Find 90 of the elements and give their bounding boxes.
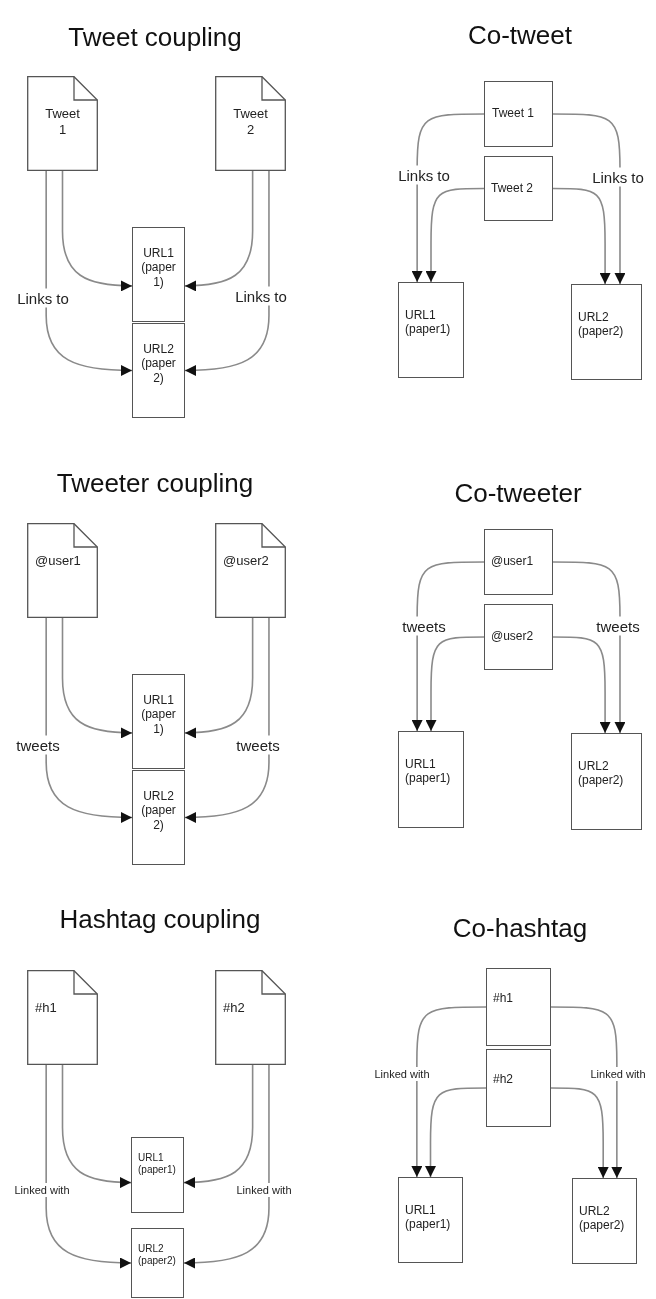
curved-arrow xyxy=(184,617,254,739)
node-label: URL2 (paper 2) xyxy=(140,342,177,386)
url-box xyxy=(132,227,185,322)
node-label: URL1 (paper 1) xyxy=(140,693,177,737)
url-box xyxy=(398,282,464,378)
node-label: URL2 (paper2) xyxy=(138,1243,177,1267)
url-box xyxy=(398,1177,463,1263)
url-box xyxy=(486,968,551,1046)
curved-arrow xyxy=(45,1064,132,1269)
node-label: @user2 xyxy=(223,553,270,569)
url-box xyxy=(571,733,642,830)
edge-label: Linked with xyxy=(373,1067,431,1081)
node-label: #h2 xyxy=(493,1072,515,1087)
panel-title: Co-hashtag xyxy=(452,913,588,944)
document-shape xyxy=(215,970,286,1065)
node-label: URL1 (paper 1) xyxy=(140,246,177,290)
curved-arrow xyxy=(552,113,626,285)
curved-arrow xyxy=(45,170,133,376)
node-label: URL2 (paper2) xyxy=(579,1204,626,1233)
curved-arrow xyxy=(61,170,133,292)
curved-arrow xyxy=(411,113,485,283)
curved-arrow xyxy=(184,617,270,823)
node-label: #h1 xyxy=(35,1000,58,1016)
url-box xyxy=(572,1178,637,1264)
curved-arrow xyxy=(61,617,133,739)
node-label: URL2 (paper2) xyxy=(578,759,625,788)
node-label: URL1 (paper1) xyxy=(405,757,452,786)
node-label: Tweet 1 xyxy=(45,106,80,138)
curved-arrow xyxy=(411,1006,487,1178)
document-shape xyxy=(215,523,286,618)
curved-arrow xyxy=(411,561,485,732)
panel-title: Co-tweeter xyxy=(454,478,582,509)
url-box xyxy=(484,604,553,670)
edge-label: Linked with xyxy=(235,1183,293,1197)
curved-arrow xyxy=(552,636,611,734)
document-shape xyxy=(215,76,286,171)
curved-arrow xyxy=(184,170,270,376)
node-label: @user2 xyxy=(491,629,535,644)
panel-title: Hashtag coupling xyxy=(59,904,261,935)
node-label: URL2 (paper2) xyxy=(578,310,625,339)
panel-title: Tweeter coupling xyxy=(56,468,254,499)
url-box xyxy=(484,81,553,147)
curved-arrow xyxy=(45,617,133,823)
url-box xyxy=(131,1137,184,1213)
curved-arrow xyxy=(425,187,485,283)
edge-label: Links to xyxy=(234,286,288,306)
node-label: #h1 xyxy=(493,991,515,1006)
curved-arrow xyxy=(552,187,611,285)
edge-label: Links to xyxy=(397,165,451,185)
curved-arrow xyxy=(425,1087,487,1178)
node-label: URL1 (paper1) xyxy=(138,1152,177,1176)
panel-title: Co-tweet xyxy=(468,20,572,51)
node-label: #h2 xyxy=(223,1000,246,1016)
edge-label: Links to xyxy=(591,167,645,187)
edge-label: Links to xyxy=(16,288,70,308)
url-box xyxy=(484,529,553,595)
edge-label: tweets xyxy=(15,735,61,755)
document-shape xyxy=(27,523,98,618)
node-label: Tweet 2 xyxy=(491,181,535,196)
node-label: @user1 xyxy=(491,554,535,569)
url-box xyxy=(131,1228,184,1298)
edge-label: tweets xyxy=(401,616,447,636)
panel-title: Tweet coupling xyxy=(68,22,242,53)
curved-arrow xyxy=(184,170,254,292)
curved-arrow xyxy=(552,561,626,734)
curved-arrow xyxy=(61,1064,132,1188)
url-box xyxy=(132,323,185,418)
url-box xyxy=(486,1049,551,1127)
curved-arrow xyxy=(550,1006,623,1179)
node-label: Tweet 1 xyxy=(492,106,536,121)
curved-arrow xyxy=(550,1087,609,1179)
document-shape xyxy=(27,76,98,171)
edge-label: tweets xyxy=(595,616,641,636)
node-label: URL2 (paper 2) xyxy=(140,789,177,833)
node-label: URL1 (paper1) xyxy=(405,308,452,337)
document-shape xyxy=(27,970,98,1065)
edge-label: tweets xyxy=(235,735,281,755)
node-label: URL1 (paper1) xyxy=(405,1203,452,1232)
url-box xyxy=(484,156,553,221)
edge-label: Linked with xyxy=(13,1183,71,1197)
curved-arrow xyxy=(425,636,485,732)
curved-arrow xyxy=(183,1064,254,1188)
url-box xyxy=(132,770,185,865)
node-label: @user1 xyxy=(35,553,82,569)
edge-label: Linked with xyxy=(589,1067,647,1081)
node-label: Tweet 2 xyxy=(233,106,268,138)
url-box xyxy=(398,731,464,828)
url-box xyxy=(132,674,185,769)
curved-arrow xyxy=(183,1064,270,1269)
url-box xyxy=(571,284,642,380)
